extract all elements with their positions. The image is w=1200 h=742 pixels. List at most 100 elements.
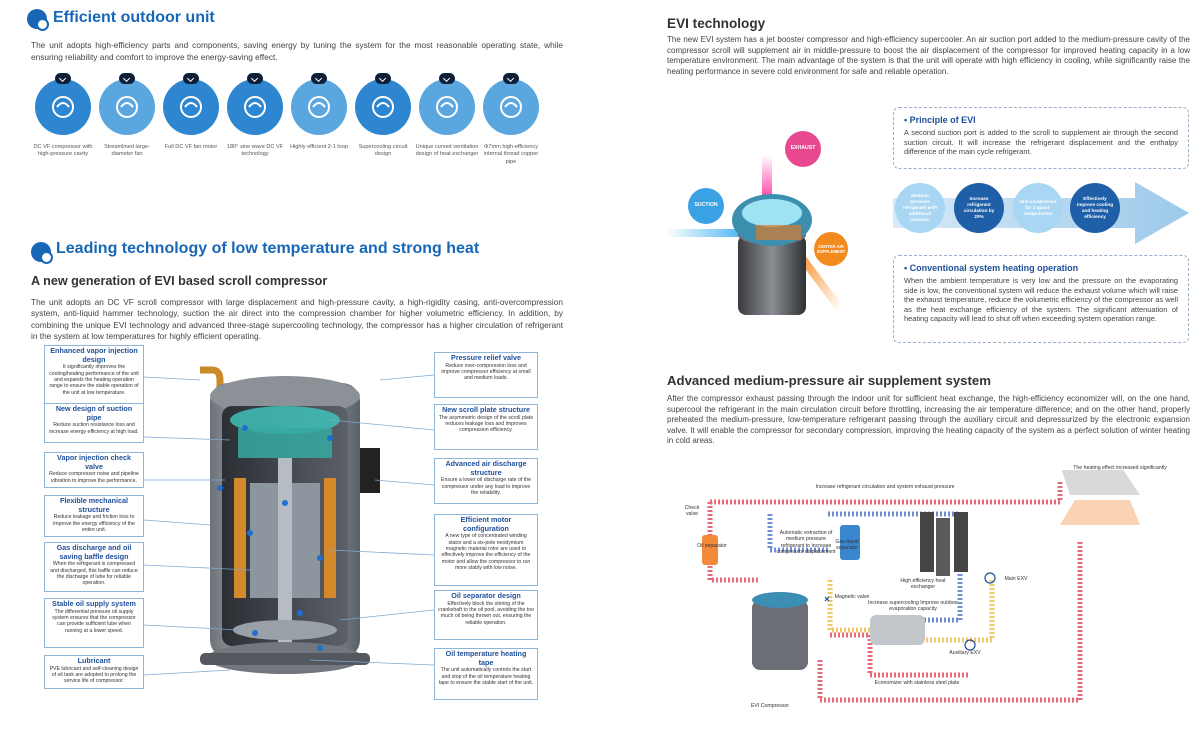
callout-leader-lines: [143, 374, 435, 676]
section-bullet-icon: [27, 9, 49, 31]
callout-title: New scroll plate structure: [442, 405, 530, 414]
chevron-down-icon: [119, 73, 135, 84]
feature-icon: [163, 73, 219, 135]
gas-liquid-label: Gas-liquid separator: [835, 539, 859, 552]
feature-icon: [291, 73, 347, 135]
callout-body: When the refrigerant is compressed and d…: [50, 561, 138, 587]
top-line-label: Increase refrigerant circulation and sys…: [815, 484, 955, 490]
scroll-compressor-cutaway-image: [200, 366, 380, 674]
component-icon: [436, 96, 458, 118]
feature-label: DC VF compressor with high-pressure cavi…: [33, 144, 93, 158]
callout-body: Reduce suction resistance loss and incre…: [49, 422, 139, 435]
check-valve-label: Check valve: [684, 505, 700, 518]
lowtemp-title: Leading technology of low temperature an…: [56, 240, 480, 257]
feature-item: DC VF compressor with high-pressure cavi…: [30, 73, 96, 159]
callout-left: Gas discharge and oil saving baffle desi…: [44, 542, 144, 592]
feature-label: Supercooling circuit design: [358, 144, 408, 158]
lowtemp-body: The unit adopts an DC VF scroll compress…: [31, 297, 563, 342]
feature-label: 180° sine wave DC VF technology: [226, 144, 284, 158]
callout-body: The unit automatically controls the star…: [438, 667, 534, 686]
oil-separator-label: Oil separator: [697, 543, 727, 549]
component-icon: [116, 96, 138, 118]
feature-icon: [419, 73, 475, 135]
component-icon: [244, 96, 266, 118]
callout-title: Stable oil supply system: [52, 599, 136, 608]
callout-body: Effectively block the stirring of the cr…: [438, 600, 534, 626]
flow-step: Medium pressure refrigerant with additio…: [895, 183, 945, 233]
feature-icon: [99, 73, 155, 135]
callout-body: A new type of concentrated winding stato…: [441, 533, 531, 572]
conventional-body: When the ambient temperature is very low…: [904, 276, 1178, 324]
callout-body: Reduce leakage and friction loss to impr…: [53, 514, 135, 533]
feature-icon: [227, 73, 283, 135]
heating-effect-label: The heating effect increased significant…: [1073, 465, 1167, 471]
callout-body: Reduce compressor noise and pipeline vib…: [49, 471, 139, 484]
callout-title: Vapor injection check valve: [57, 453, 131, 471]
evi-compressor-label: EVI Compressor: [750, 703, 790, 709]
callout-title: Oil separator design: [451, 591, 521, 600]
feature-label: Full DC VF fan motor: [164, 144, 218, 150]
callout-title: New design of suction pipe: [55, 404, 133, 422]
aux-exv-label: Auxiliary EXV: [949, 650, 981, 656]
chevron-down-icon: [311, 73, 327, 84]
evi-compressor-subtitle: A new generation of EVI based scroll com…: [31, 274, 328, 288]
conventional-title: • Conventional system heating operation: [904, 263, 1079, 273]
callout-body: It significantly improves the cooling/he…: [49, 364, 139, 396]
callout-title: Gas discharge and oil saving baffle desi…: [56, 543, 132, 561]
callout-title: Lubricant: [77, 656, 111, 665]
chevron-down-icon: [55, 73, 71, 84]
center-air-badge: CENTER AIR SUPPLEMENT: [814, 232, 848, 266]
evi-compressor-image: [666, 155, 845, 315]
component-icon: [52, 96, 74, 118]
callout-title: Pressure relief valve: [451, 353, 521, 362]
callout-title: Efficient motor configuration: [460, 515, 512, 533]
feature-item: Supercooling circuit design: [350, 73, 416, 159]
heat-exchanger-label: High efficiency heat exchanger: [900, 578, 946, 591]
medium-title: Advanced medium-pressure air supplement …: [667, 373, 991, 388]
magnetic-valve-label: Magnetic valve: [834, 594, 870, 600]
evi-title: EVI technology: [667, 16, 766, 31]
principle-body: A second suction port is added to the sc…: [904, 128, 1178, 157]
feature-icon: [483, 73, 539, 135]
chevron-down-icon: [183, 73, 199, 84]
conventional-box: • Conventional system heating operation …: [893, 255, 1189, 343]
callout-body: The differential pressure oil supply sys…: [52, 608, 136, 634]
principle-evi-box: • Principle of EVI A second suction port…: [893, 107, 1189, 169]
feature-label: Streamlined large-diameter fan: [104, 144, 150, 158]
flow-step: One compressor for 2 quasi-compression: [1013, 183, 1063, 233]
principle-title: • Principle of EVI: [904, 115, 976, 125]
evi-body: The new EVI system has a jet booster com…: [667, 35, 1190, 76]
component-icon: [500, 96, 522, 118]
outdoor-title: Efficient outdoor unit: [53, 9, 215, 26]
feature-icon: [35, 73, 91, 135]
feature-label: Φ7mm high-efficiency internal thread cop…: [483, 144, 539, 165]
feature-item: 180° sine wave DC VF technology: [222, 73, 288, 159]
component-icon: [180, 96, 202, 118]
callout-body: The asymmetric design of the scroll plat…: [438, 414, 534, 434]
suction-badge: SUCTION: [688, 188, 724, 224]
feature-item: Streamlined large-diameter fan: [94, 73, 160, 159]
auto-extraction-label: Automatic extraction of medium pressure …: [776, 530, 836, 556]
supercool-label: Increase supercooling Improve outdoor ev…: [868, 600, 958, 613]
callout-body: PVE lubricant and self-cleaning design o…: [49, 665, 139, 685]
feature-item: Highly efficient 2-1 loop: [286, 73, 352, 151]
feature-item: Full DC VF fan motor: [158, 73, 224, 151]
component-icon: [308, 96, 330, 118]
main-exv-label: Main EXV: [1004, 576, 1028, 582]
callout-title: Enhanced vapor injection design: [50, 346, 138, 364]
section-bullet-icon: [31, 242, 53, 264]
flow-step: Increase refrigerant circulation by 20%: [954, 183, 1004, 233]
chevron-down-icon: [439, 73, 455, 84]
feature-item: Unique curved ventilation design of heat…: [414, 73, 480, 159]
callout-title: Flexible mechanical structure: [60, 496, 128, 514]
feature-icon: [355, 73, 411, 135]
